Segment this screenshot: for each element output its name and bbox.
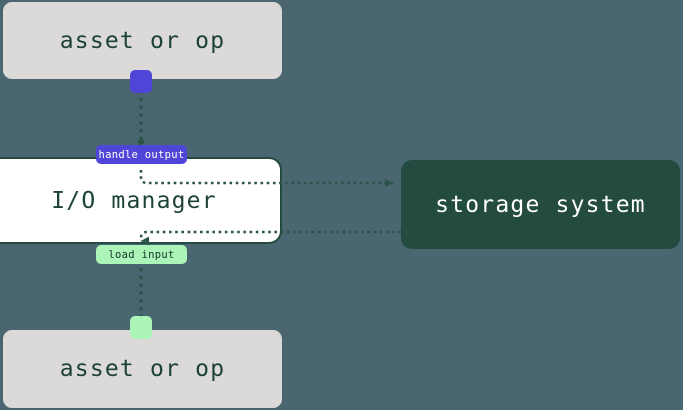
node-storage-system[interactable]: storage system <box>401 160 680 249</box>
node-storage-system-label: storage system <box>435 191 646 218</box>
edge-label-load-input-text: load input <box>108 248 175 261</box>
input-port-icon[interactable] <box>130 316 152 339</box>
node-upstream-asset-label: asset or op <box>59 27 226 54</box>
node-io-manager-label: I/O manager <box>51 187 217 214</box>
edge-label-load-input[interactable]: load input <box>96 245 187 264</box>
edge-label-handle-output[interactable]: handle output <box>96 145 187 164</box>
node-downstream-asset[interactable]: asset or op <box>3 330 282 408</box>
edge-label-handle-output-text: handle output <box>98 148 185 161</box>
output-port-icon[interactable] <box>130 70 152 93</box>
node-downstream-asset-label: asset or op <box>59 356 226 382</box>
node-upstream-asset[interactable]: asset or op <box>3 2 282 79</box>
node-io-manager[interactable]: I/O manager <box>0 157 282 244</box>
